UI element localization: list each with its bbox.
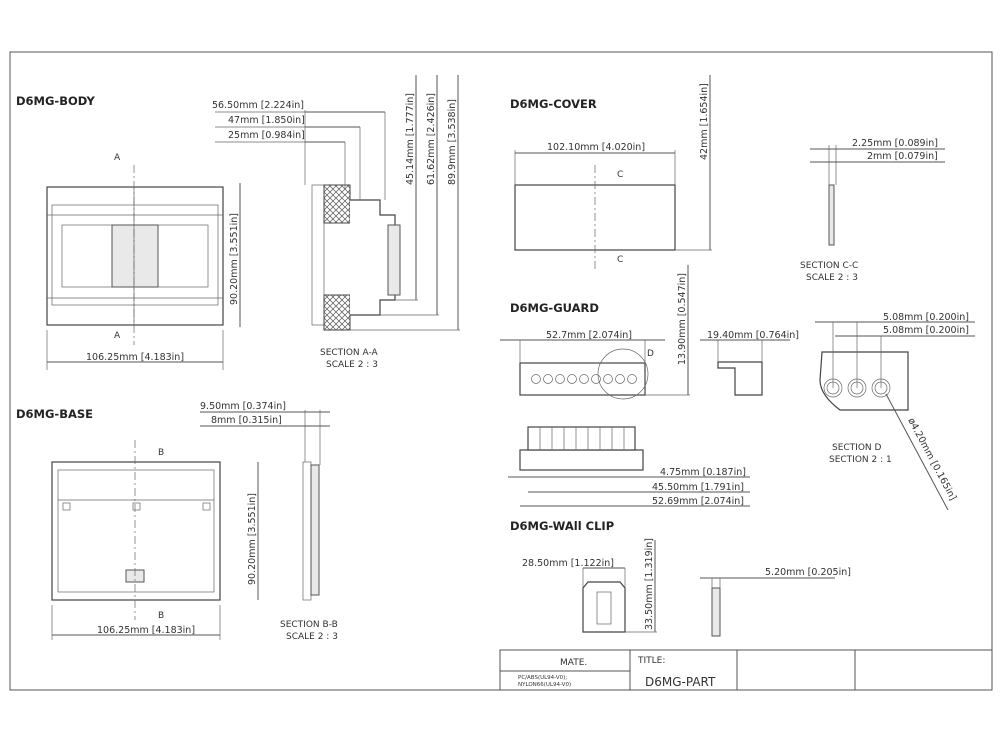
cover-height-dim: 42mm [1.654in] <box>699 83 710 160</box>
base-height-dim: 90.20mm [3.551in] <box>247 493 258 585</box>
material-2: NYLON66(UL94-V0) <box>518 682 571 688</box>
wallclip-dim-3350: 33.50mm [1.319in] <box>644 538 655 630</box>
guard-dim-508a: 5.08mm [0.200in] <box>883 312 969 323</box>
title-label: TITLE: <box>637 656 665 666</box>
wallclip-title: D6MG-WAll CLIP <box>510 519 614 533</box>
wallclip-side-outline <box>711 587 721 637</box>
guard-title: D6MG-GUARD <box>510 301 599 315</box>
section-b-scale: SCALE 2 : 3 <box>286 632 338 642</box>
section-a-label: SECTION A-A <box>320 348 379 358</box>
mate-label: MATE. <box>560 658 587 668</box>
guard-top-outline <box>519 362 646 396</box>
base-width-dim: 106.25mm [4.183in] <box>97 625 195 636</box>
body-height-dim: 90.20mm [3.551in] <box>229 213 240 305</box>
cover-width-dim: 102.10mm [4.020in] <box>547 142 645 153</box>
section-mark-a-top: A <box>114 153 121 163</box>
body-width-dim: 106.25mm [4.183in] <box>86 352 184 363</box>
body-dim-89: 89.9mm [3.538in] <box>447 99 458 185</box>
section-mark-b-bottom: B <box>158 611 164 621</box>
section-a-scale: SCALE 2 : 3 <box>326 360 378 370</box>
body-dim-45: 45.14mm [1.777in] <box>405 93 416 185</box>
body-dim-56: 56.50mm [2.224in] <box>212 100 304 111</box>
base-dim-950: 9.50mm [0.374in] <box>200 401 286 412</box>
material-1: PC/ABS(UL94-V0); <box>518 675 567 681</box>
section-mark-a-bottom: A <box>114 331 121 341</box>
wallclip-dim-2850: 28.50mm [1.122in] <box>522 558 614 569</box>
section-mark-c-top: C <box>617 170 623 180</box>
cover-view: D6MG-COVER C C 102.10mm [4.020in] 42mm [… <box>510 75 945 283</box>
cover-dim-225: 2.25mm [0.089in] <box>852 138 938 149</box>
guard-dim-4550: 45.50mm [1.791in] <box>652 482 744 493</box>
wallclip-dim-520: 5.20mm [0.205in] <box>765 567 851 578</box>
base-title: D6MG-BASE <box>16 407 93 421</box>
title-block: MATE. PC/ABS(UL94-V0); NYLON66(UL94-V0) … <box>499 649 993 691</box>
section-d-label: SECTION D <box>832 443 882 453</box>
cover-title: D6MG-COVER <box>510 97 597 111</box>
guard-view: D6MG-GUARD D 52.7mm [2.074in] 13.90mm [0… <box>500 265 975 511</box>
detail-d-mark: D <box>647 349 654 359</box>
section-c-label: SECTION C-C <box>800 261 858 271</box>
wallclip-front-outline <box>582 581 626 633</box>
guard-dim-1390: 13.90mm [0.547in] <box>677 273 688 365</box>
body-view: D6MG-BODY A A 106.25mm [4.183in] 90.20mm… <box>16 75 460 370</box>
guard-front-outline <box>519 426 644 471</box>
section-b-label: SECTION B-B <box>280 620 338 630</box>
body-dim-47: 47mm [1.850in] <box>228 115 305 126</box>
section-mark-b-top: B <box>158 448 164 458</box>
guard-dim-475: 4.75mm [0.187in] <box>660 467 746 478</box>
section-mark-c-bottom: C <box>617 255 623 265</box>
body-dim-25: 25mm [0.984in] <box>228 130 305 141</box>
wallclip-view: D6MG-WAll CLIP 28.50mm [1.122in] 33.50mm… <box>510 519 851 637</box>
guard-dim-508b: 5.08mm [0.200in] <box>883 325 969 336</box>
guard-dim-527: 52.7mm [2.074in] <box>546 330 632 341</box>
cover-dim-2: 2mm [0.079in] <box>867 151 938 162</box>
guard-dim-diameter: ø4.20mm [0.165in] <box>905 416 958 502</box>
title-value: D6MG-PART <box>645 675 716 689</box>
body-title: D6MG-BODY <box>16 94 95 108</box>
body-dim-61: 61.62mm [2.426in] <box>426 93 437 185</box>
section-c-scale: SCALE 2 : 3 <box>806 273 858 283</box>
detail-d-circle <box>597 348 649 400</box>
guard-terminal-holes <box>531 374 637 384</box>
section-d-scale: SECTION 2 : 1 <box>829 455 892 465</box>
guard-dim-5269: 52.69mm [2.074in] <box>652 496 744 507</box>
base-dim-8: 8mm [0.315in] <box>211 415 282 426</box>
body-front-outline <box>46 186 224 326</box>
base-view: D6MG-BASE B B 106.25mm [4.183in] 90.20mm… <box>16 401 338 642</box>
guard-dim-1940: 19.40mm [0.764in] <box>707 330 799 341</box>
